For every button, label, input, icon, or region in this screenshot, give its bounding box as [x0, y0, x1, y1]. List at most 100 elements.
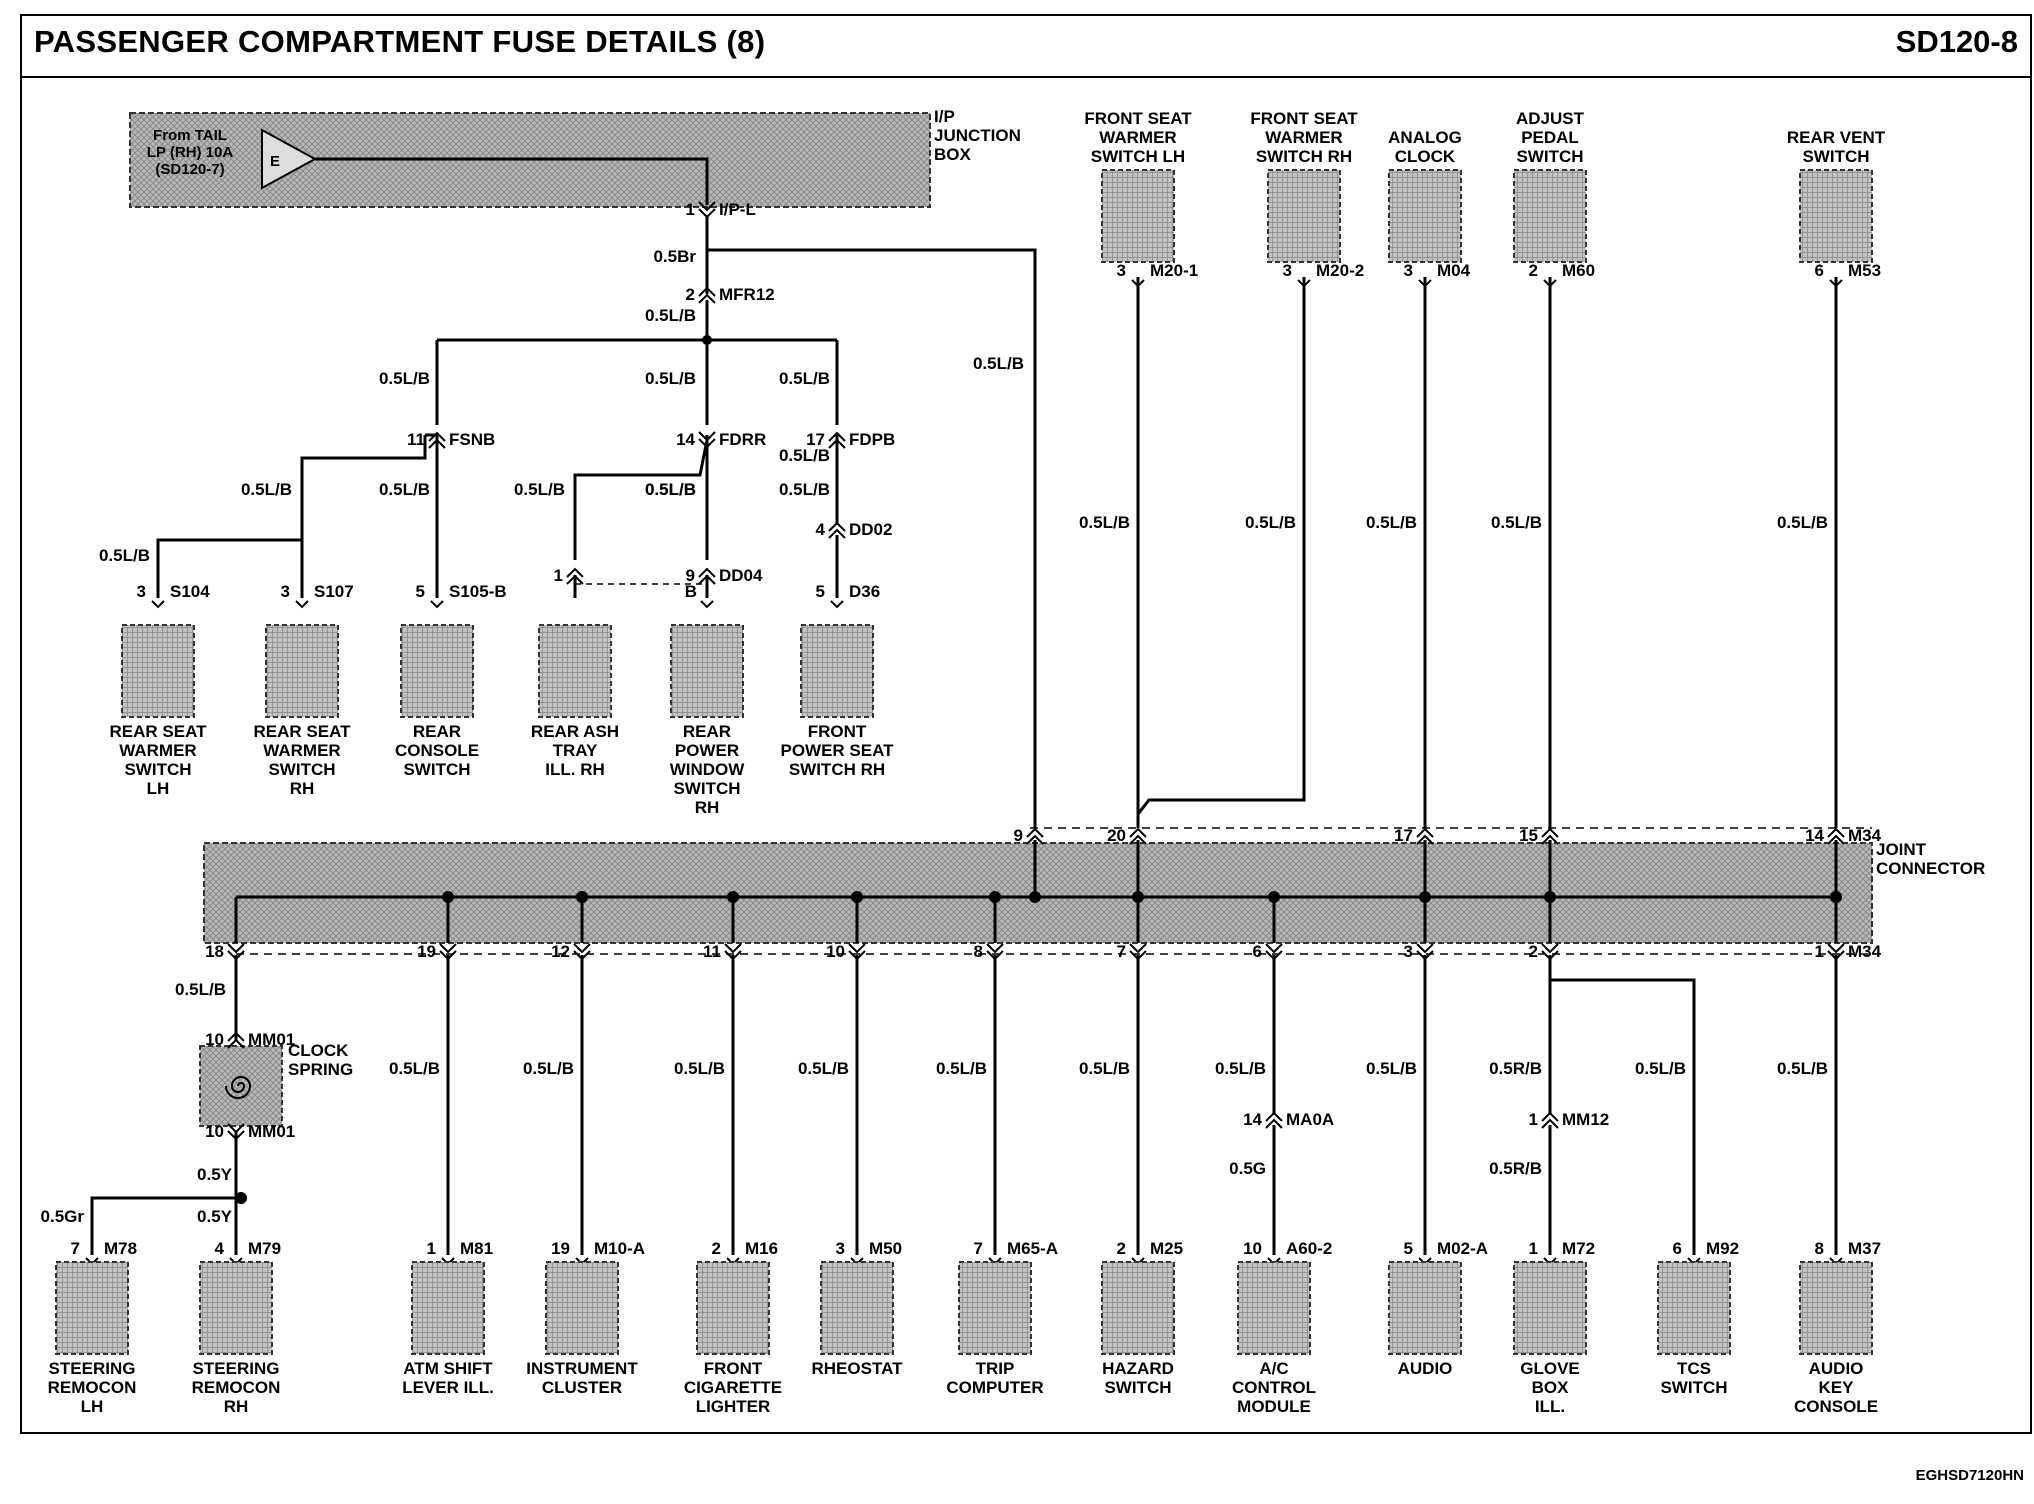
component-label: CIGARETTE	[684, 1378, 782, 1397]
connector-name: M65-A	[1007, 1239, 1058, 1258]
component-label: CONTROL	[1232, 1378, 1316, 1397]
connector-pin: 1	[1529, 1239, 1538, 1258]
pin-tick-icon	[151, 600, 165, 609]
connector-name: M37	[1848, 1239, 1881, 1258]
connector-name: M60	[1562, 261, 1595, 280]
connector-name: MM01	[248, 1030, 295, 1049]
component-box	[1388, 1261, 1462, 1355]
component-label: REAR SEAT	[110, 722, 208, 741]
source-label-1: From TAIL	[153, 127, 227, 144]
page-title: PASSENGER COMPARTMENT FUSE DETAILS (8)	[34, 24, 766, 59]
connector-pin: 4	[816, 520, 826, 539]
component-label: REAR	[683, 722, 731, 741]
component-label: SWITCH	[1104, 1378, 1171, 1397]
component-label: POWER	[675, 741, 739, 760]
wire-label: 0.5L/B	[1635, 1059, 1686, 1078]
clock-spring-label-2: SPRING	[288, 1060, 353, 1079]
component-box	[800, 624, 874, 718]
wire-label: 0.5L/B	[1366, 1059, 1417, 1078]
component-label: SWITCH LH	[1091, 147, 1185, 166]
component-box	[265, 624, 339, 718]
wire-label: 0.5L/B	[1245, 513, 1296, 532]
component-label: SWITCH RH	[1256, 147, 1352, 166]
wires	[90, 157, 1838, 1255]
connector-chevron-icon	[439, 943, 457, 961]
wire-label: 0.5L/B	[645, 306, 696, 325]
connector-chevron-icon	[698, 431, 716, 449]
component-label: REMOCON	[192, 1378, 281, 1397]
connector-pin: 8	[1815, 1239, 1824, 1258]
connector-chevron-icon	[1541, 1111, 1559, 1129]
page-code: SD120-8	[1895, 24, 2018, 59]
wire-label: 0.5L/B	[389, 1059, 440, 1078]
wire-label: 0.5L/B	[1079, 513, 1130, 532]
connector-pin: 10	[205, 1122, 224, 1141]
connector-name: A60-2	[1286, 1239, 1332, 1258]
connector-marks	[55, 169, 1873, 1355]
pin-tick-icon	[430, 600, 444, 609]
connector-name: MM01	[248, 1122, 295, 1141]
connector-name: M72	[1562, 1239, 1595, 1258]
wire-label: 0.5L/B	[1079, 1059, 1130, 1078]
component-label: SWITCH	[124, 760, 191, 779]
connector-pin: 15	[1519, 826, 1538, 845]
wire-label: 0.5Y	[197, 1165, 233, 1184]
wire-label: 0.5L/B	[523, 1059, 574, 1078]
component-box	[696, 1261, 770, 1355]
connector-chevron-icon	[1827, 827, 1845, 845]
connector-name: M53	[1848, 261, 1881, 280]
component-box	[1513, 1261, 1587, 1355]
component-box	[820, 1261, 894, 1355]
source-pin-label: E	[270, 153, 280, 170]
connector-name: I/P-L	[719, 200, 756, 219]
joint-connector-label-2: CONNECTOR	[1876, 859, 1985, 878]
component-box	[1799, 1261, 1873, 1355]
connector-name: D36	[849, 582, 880, 601]
wire-label: 0.5L/B	[779, 369, 830, 388]
connector-pin: 1	[1529, 1110, 1538, 1129]
component-box	[411, 1261, 485, 1355]
connector-name: FSNB	[449, 430, 495, 449]
component-label: HAZARD	[1102, 1359, 1174, 1378]
wire-label: 0.5L/B	[1777, 1059, 1828, 1078]
joint-connector-label-1: JOINT	[1876, 840, 1927, 859]
pin-tick-icon	[700, 600, 714, 609]
connector-pin: 9	[686, 566, 695, 585]
connector-name: M10-A	[594, 1239, 645, 1258]
connector-pin: 5	[416, 582, 425, 601]
header-bar: PASSENGER COMPARTMENT FUSE DETAILS (8) S…	[20, 14, 2032, 78]
pin-tick-icon	[1829, 279, 1843, 288]
connector-pin: 3	[137, 582, 146, 601]
connector-chevron-icon	[1827, 943, 1845, 961]
connector-name: M20-1	[1150, 261, 1198, 280]
wire-label: 0.5Gr	[41, 1207, 85, 1226]
component-box	[1237, 1261, 1311, 1355]
connector-pin: 3	[281, 582, 290, 601]
connector-pin: 14	[1805, 826, 1824, 845]
component-box	[1267, 169, 1341, 263]
connector-pin: 6	[1253, 942, 1262, 961]
wire-label: 0.5L/B	[973, 354, 1024, 373]
connector-name: FDPB	[849, 430, 895, 449]
component-box	[1101, 169, 1175, 263]
connector-chevron-icon	[1129, 943, 1147, 961]
connector-pin: 19	[417, 942, 436, 961]
source-triangle-icon	[261, 128, 318, 190]
component-box	[545, 1261, 619, 1355]
component-label: WARMER	[119, 741, 196, 760]
component-label: KEY	[1819, 1378, 1855, 1397]
wire-label: 0.5Br	[653, 247, 696, 266]
wire-label: 0.5L/B	[241, 480, 292, 499]
component-label: SWITCH	[403, 760, 470, 779]
connector-pin: 12	[551, 942, 570, 961]
component-label: SWITCH	[1660, 1378, 1727, 1397]
component-label: WARMER	[1099, 128, 1176, 147]
connector-chevron-icon	[848, 943, 866, 961]
component-box	[538, 624, 612, 718]
connector-pin: 7	[71, 1239, 80, 1258]
component-label: CLUSTER	[542, 1378, 622, 1397]
connector-chevron-icon	[1416, 943, 1434, 961]
component-label: REAR	[413, 722, 461, 741]
wire-label: 0.5L/B	[1491, 513, 1542, 532]
connector-pin: 1	[1815, 942, 1824, 961]
